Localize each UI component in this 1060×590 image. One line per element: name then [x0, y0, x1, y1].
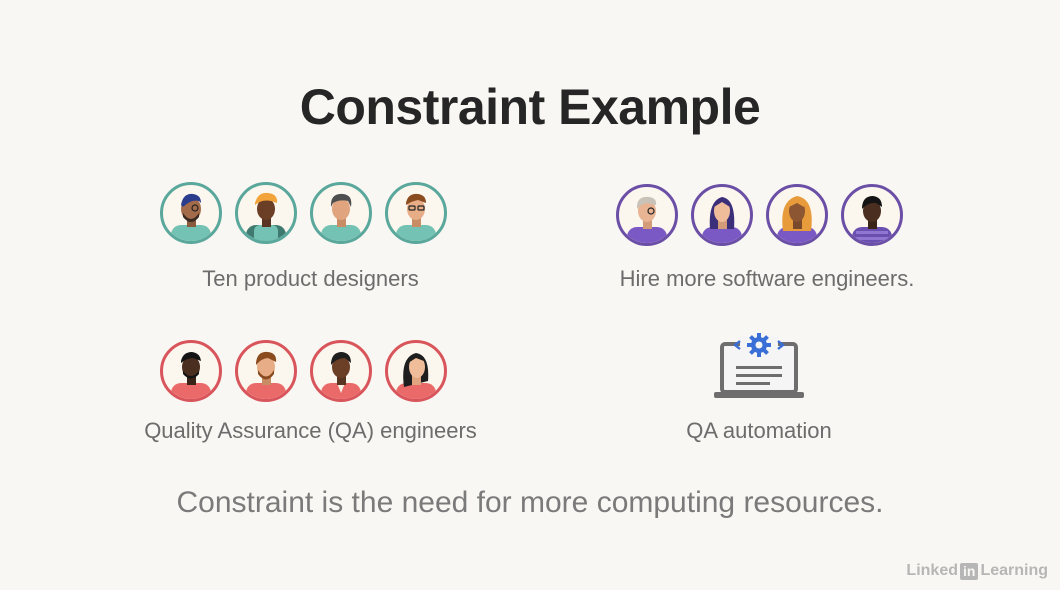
engineer-avatar-icon: [691, 184, 753, 246]
slide-footer: Constraint is the need for more computin…: [176, 486, 884, 519]
qa-automation-caption: QA automation: [686, 418, 832, 443]
designers-group: [160, 182, 447, 244]
qa-engineers-group: [160, 340, 447, 402]
linkedin-learning-watermark: Linked in Learning: [906, 562, 1048, 580]
watermark-prefix: Linked: [906, 562, 958, 579]
designer-avatar-icon: [385, 182, 447, 244]
qa-automation-group: [710, 330, 808, 407]
engineer-avatar-icon: [841, 184, 903, 246]
laptop-gear-code-icon: [714, 333, 804, 398]
watermark-in-box: in: [959, 562, 979, 580]
designers-caption: Ten product designers: [202, 266, 419, 291]
engineer-avatar-icon: [766, 184, 828, 246]
qa-engineer-avatar-icon: [310, 340, 372, 402]
software-engineers-caption: Hire more software engineers.: [619, 266, 915, 291]
qa-engineers-avatars: [160, 340, 447, 402]
designer-avatar-icon: [310, 182, 372, 244]
designers-avatars: [160, 182, 447, 244]
designer-avatar-icon: [235, 182, 297, 244]
qa-engineers-caption: Quality Assurance (QA) engineers: [144, 418, 477, 443]
qa-engineer-avatar-icon: [160, 340, 222, 402]
engineer-avatar-icon: [616, 184, 678, 246]
software-engineers-avatars: [616, 184, 903, 246]
qa-engineer-avatar-icon: [235, 340, 297, 402]
qa-engineer-avatar-icon: [385, 340, 447, 402]
software-engineers-group: [616, 184, 903, 246]
designer-avatar-icon: [160, 182, 222, 244]
slide-title: Constraint Example: [299, 79, 761, 135]
watermark-suffix: Learning: [980, 562, 1048, 579]
